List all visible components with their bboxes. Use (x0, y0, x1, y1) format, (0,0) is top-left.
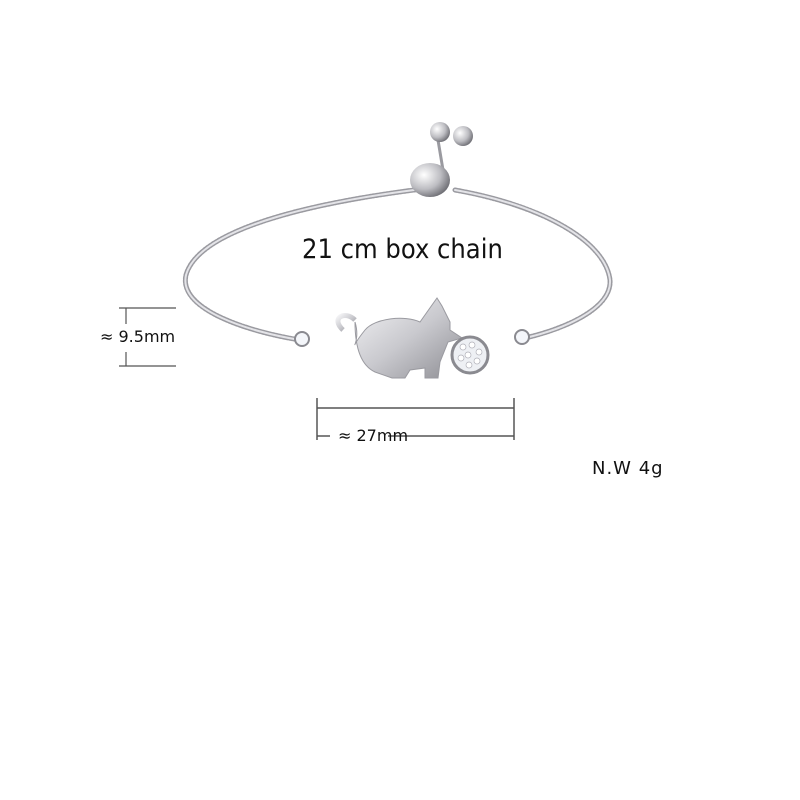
end-bead (430, 122, 450, 142)
chain-length-label: 21 cm box chain (302, 234, 503, 265)
net-weight-label: N.W 4g (592, 458, 664, 479)
cat-charm (335, 297, 464, 379)
width-dimension-label: ≈ 27mm (338, 426, 409, 445)
end-bead (453, 126, 473, 146)
crystal-right (514, 329, 530, 345)
box-chain (183, 138, 613, 343)
width-dimension-lines (316, 398, 515, 440)
slider-bead (410, 163, 450, 197)
height-dimension-label: ≈ 9.5mm (100, 327, 176, 346)
crystal-left (294, 331, 310, 347)
pave-ball-charm (450, 335, 490, 375)
height-dimension-lines (119, 307, 176, 367)
